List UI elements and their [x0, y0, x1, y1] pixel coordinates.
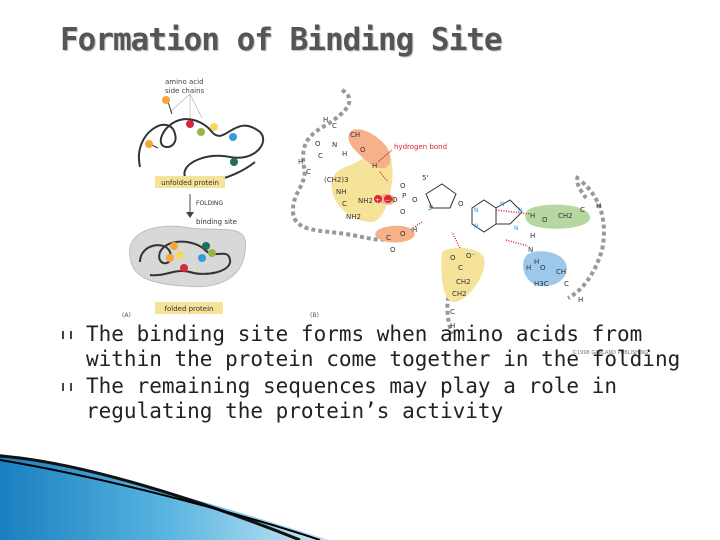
svg-text:N: N [518, 207, 523, 214]
svg-text:O: O [400, 208, 406, 216]
svg-text:H: H [323, 116, 328, 124]
binding-site-label: binding site [196, 218, 237, 226]
svg-text:CH: CH [556, 268, 566, 276]
svg-text:H: H [412, 226, 417, 234]
bullet-text: The remaining sequences may play a role … [86, 374, 618, 423]
panel-b-label: (B) [310, 312, 319, 319]
folding-label: FOLDING [196, 200, 223, 207]
protein-backbone [290, 88, 393, 242]
svg-text:P: P [402, 192, 406, 200]
svg-text:O: O [400, 230, 406, 238]
panel-b: (B) H C CH O H O N H H C C (CH2)3 NH C N… [290, 88, 606, 335]
svg-text:O: O [315, 140, 321, 148]
svg-text:H: H [530, 212, 535, 220]
svg-text:N: N [474, 207, 479, 214]
svg-text:O: O [450, 254, 456, 262]
folded-protein-label: folded protein [165, 305, 214, 313]
bullet-list: The binding site forms when amino acids … [62, 322, 702, 426]
svg-text:H3C: H3C [534, 280, 549, 288]
unfolded-chain [137, 118, 265, 183]
svg-text:C: C [458, 264, 463, 272]
svg-text:H: H [526, 264, 531, 272]
hydrogen-bond-label: hydrogen bond [394, 143, 447, 151]
svg-text:CH: CH [350, 131, 360, 139]
svg-text:H: H [530, 232, 535, 240]
svg-text:O: O [392, 196, 398, 204]
decorative-swoosh [0, 454, 330, 540]
svg-text:CH2: CH2 [456, 278, 471, 286]
side-chain-green [197, 128, 205, 136]
svg-text:C: C [386, 234, 391, 242]
svg-text:H: H [450, 322, 455, 330]
binding-site-figure: amino acid side chains unfolded protein … [122, 78, 606, 335]
svg-text:(CH2)3: (CH2)3 [324, 176, 349, 184]
svg-text:O: O [540, 264, 546, 272]
side-chains-label: amino acid side chains [165, 78, 206, 95]
side-chain-red [186, 120, 194, 128]
svg-text:5': 5' [422, 174, 428, 182]
svg-text:N: N [528, 246, 533, 254]
svg-text:−: − [385, 197, 390, 204]
svg-text:C: C [318, 152, 323, 160]
svg-text:O: O [542, 216, 548, 224]
svg-text:H: H [372, 162, 377, 170]
svg-text:C: C [342, 200, 347, 208]
svg-text:CH2: CH2 [452, 290, 467, 298]
svg-text:O: O [390, 246, 396, 254]
svg-text:O⁻: O⁻ [466, 252, 476, 260]
panel-a-label: (A) [122, 312, 131, 319]
svg-text:NH2: NH2 [346, 213, 361, 221]
svg-text:3': 3' [428, 205, 434, 212]
svg-text:O: O [458, 200, 464, 208]
svg-text:O: O [412, 196, 418, 204]
svg-text:O: O [360, 146, 366, 154]
bullet-item: The remaining sequences may play a role … [62, 374, 702, 424]
svg-text:C: C [450, 308, 455, 316]
svg-text:H: H [578, 296, 583, 304]
svg-text:H: H [342, 150, 347, 158]
svg-text:NH2: NH2 [358, 197, 373, 205]
slide-title: Formation of Binding Site [60, 22, 503, 58]
svg-text:O: O [400, 182, 406, 190]
svg-text:+: + [375, 197, 380, 204]
svg-text:C: C [332, 122, 337, 130]
side-chain-blue [229, 133, 237, 141]
unfolded-protein-label: unfolded protein [161, 179, 219, 187]
bullet-icon [62, 331, 72, 339]
panel-a: amino acid side chains unfolded protein … [122, 78, 265, 319]
svg-text:H: H [298, 158, 303, 166]
svg-text:CH2: CH2 [558, 212, 573, 220]
svg-text:C: C [306, 168, 311, 176]
svg-text:N: N [514, 225, 519, 232]
svg-text:NH: NH [336, 188, 347, 196]
svg-text:C: C [564, 280, 569, 288]
bullet-icon [62, 383, 72, 391]
bullet-item: The binding site forms when amino acids … [62, 322, 702, 372]
svg-text:C: C [580, 206, 585, 214]
svg-text:N: N [500, 201, 505, 208]
svg-text:N: N [474, 223, 479, 230]
svg-text:H: H [534, 258, 539, 266]
svg-text:N: N [332, 141, 337, 149]
bullet-text: The binding site forms when amino acids … [86, 322, 681, 371]
side-chain-teal [230, 158, 238, 166]
side-chain-orange [162, 96, 170, 104]
svg-text:H: H [596, 202, 601, 210]
figure-credit: ©1998 GARLAND PUBLISHING [572, 350, 648, 356]
